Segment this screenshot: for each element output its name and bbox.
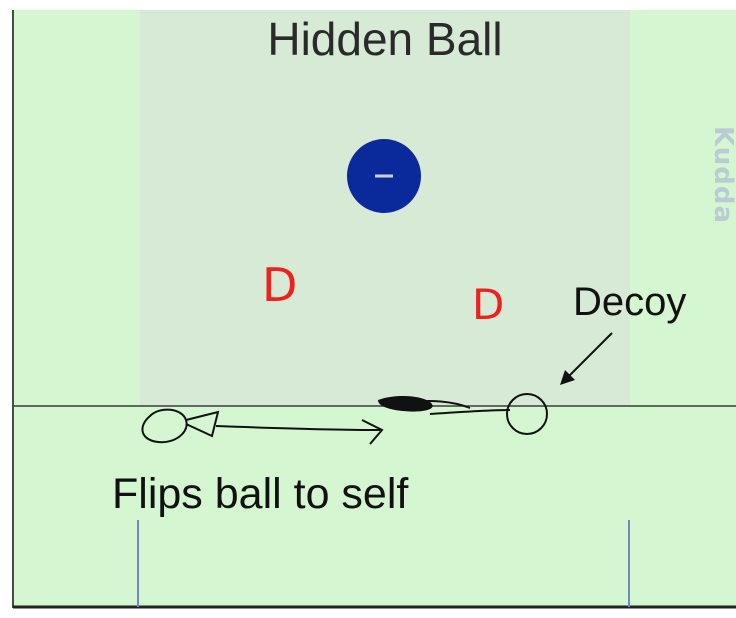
decoy-pointer-arrowhead [560,370,575,385]
diagram-title: Hidden Ball [267,13,503,65]
player-circle-left [141,408,188,444]
pass-arrowhead [361,419,384,445]
decoy-stick [399,400,511,415]
decoy-pointer-line [561,332,613,384]
watermark-text: Kudda [708,126,736,224]
defender-1-label: D [262,258,298,312]
player-stick-left [185,410,220,438]
decoy-label: Decoy [573,280,687,324]
decoy-player-circle [506,393,548,435]
watermark-logo: Kudda [708,110,736,244]
action-caption: Flips ball to self [112,470,409,518]
defender-2-label: D [472,280,505,329]
pass-path [215,425,381,431]
